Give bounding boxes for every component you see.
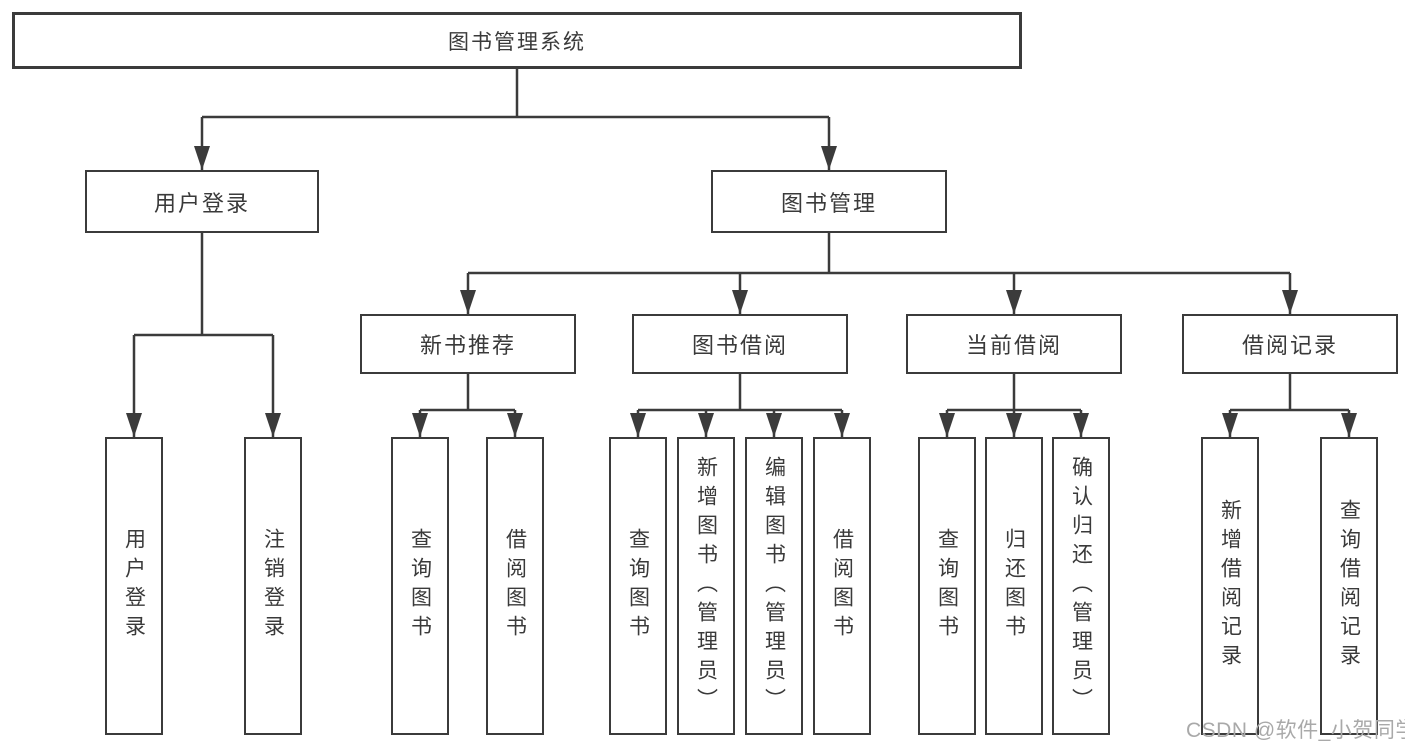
node-label: 图书借阅 xyxy=(691,333,788,358)
watermark: CSDN @软件_小贺同学 xyxy=(1186,719,1405,742)
leaf-borrow-edit-book-admin: 编辑图书（管理员） xyxy=(745,437,803,735)
node-label: 借阅记录 xyxy=(1241,333,1338,358)
leaf-records-query-record: 查询借阅记录 xyxy=(1320,437,1378,735)
node-label: 新增借阅记录 xyxy=(1218,499,1242,673)
node-label: 用户登录 xyxy=(122,528,146,644)
leaf-user-login: 用户登录 xyxy=(105,437,163,735)
node-label: 归还图书 xyxy=(1002,528,1026,644)
leaf-borrow-add-book-admin: 新增图书（管理员） xyxy=(677,437,735,735)
node-label: 编辑图书（管理员） xyxy=(762,455,786,717)
node-label: 查询图书 xyxy=(935,528,959,644)
leaf-logout-login: 注销登录 xyxy=(244,437,302,735)
leaf-recommend-query-book: 查询图书 xyxy=(391,437,449,735)
node-label: 图书管理 xyxy=(780,190,877,216)
node-label: 注销登录 xyxy=(261,528,285,644)
node-book-management: 图书管理 xyxy=(711,170,947,233)
leaf-records-add-record: 新增借阅记录 xyxy=(1201,437,1259,735)
node-label: 用户登录 xyxy=(153,190,250,216)
node-label: 查询借阅记录 xyxy=(1337,499,1361,673)
node-label: 当前借阅 xyxy=(965,333,1062,358)
node-label: 借阅图书 xyxy=(830,528,854,644)
leaf-current-confirm-return-admin: 确认归还（管理员） xyxy=(1052,437,1110,735)
leaf-current-return-book: 归还图书 xyxy=(985,437,1043,735)
node-label: 借阅图书 xyxy=(503,528,527,644)
node-label: 查询图书 xyxy=(626,528,650,644)
node-label: 确认归还（管理员） xyxy=(1069,455,1093,717)
leaf-borrow-query-book: 查询图书 xyxy=(609,437,667,735)
node-label: 图书管理系统 xyxy=(448,30,586,54)
node-label: 新书推荐 xyxy=(419,333,516,358)
node-book-borrow: 图书借阅 xyxy=(632,314,848,374)
node-user-login: 用户登录 xyxy=(85,170,319,233)
node-system-root: 图书管理系统 xyxy=(12,12,1022,69)
node-new-book-recommend: 新书推荐 xyxy=(360,314,576,374)
node-label: 查询图书 xyxy=(408,528,432,644)
leaf-recommend-borrow-book: 借阅图书 xyxy=(486,437,544,735)
node-borrow-records: 借阅记录 xyxy=(1182,314,1398,374)
node-label: 新增图书（管理员） xyxy=(694,455,718,717)
leaf-current-query-book: 查询图书 xyxy=(918,437,976,735)
leaf-borrow-borrow-book: 借阅图书 xyxy=(813,437,871,735)
node-current-borrow: 当前借阅 xyxy=(906,314,1122,374)
